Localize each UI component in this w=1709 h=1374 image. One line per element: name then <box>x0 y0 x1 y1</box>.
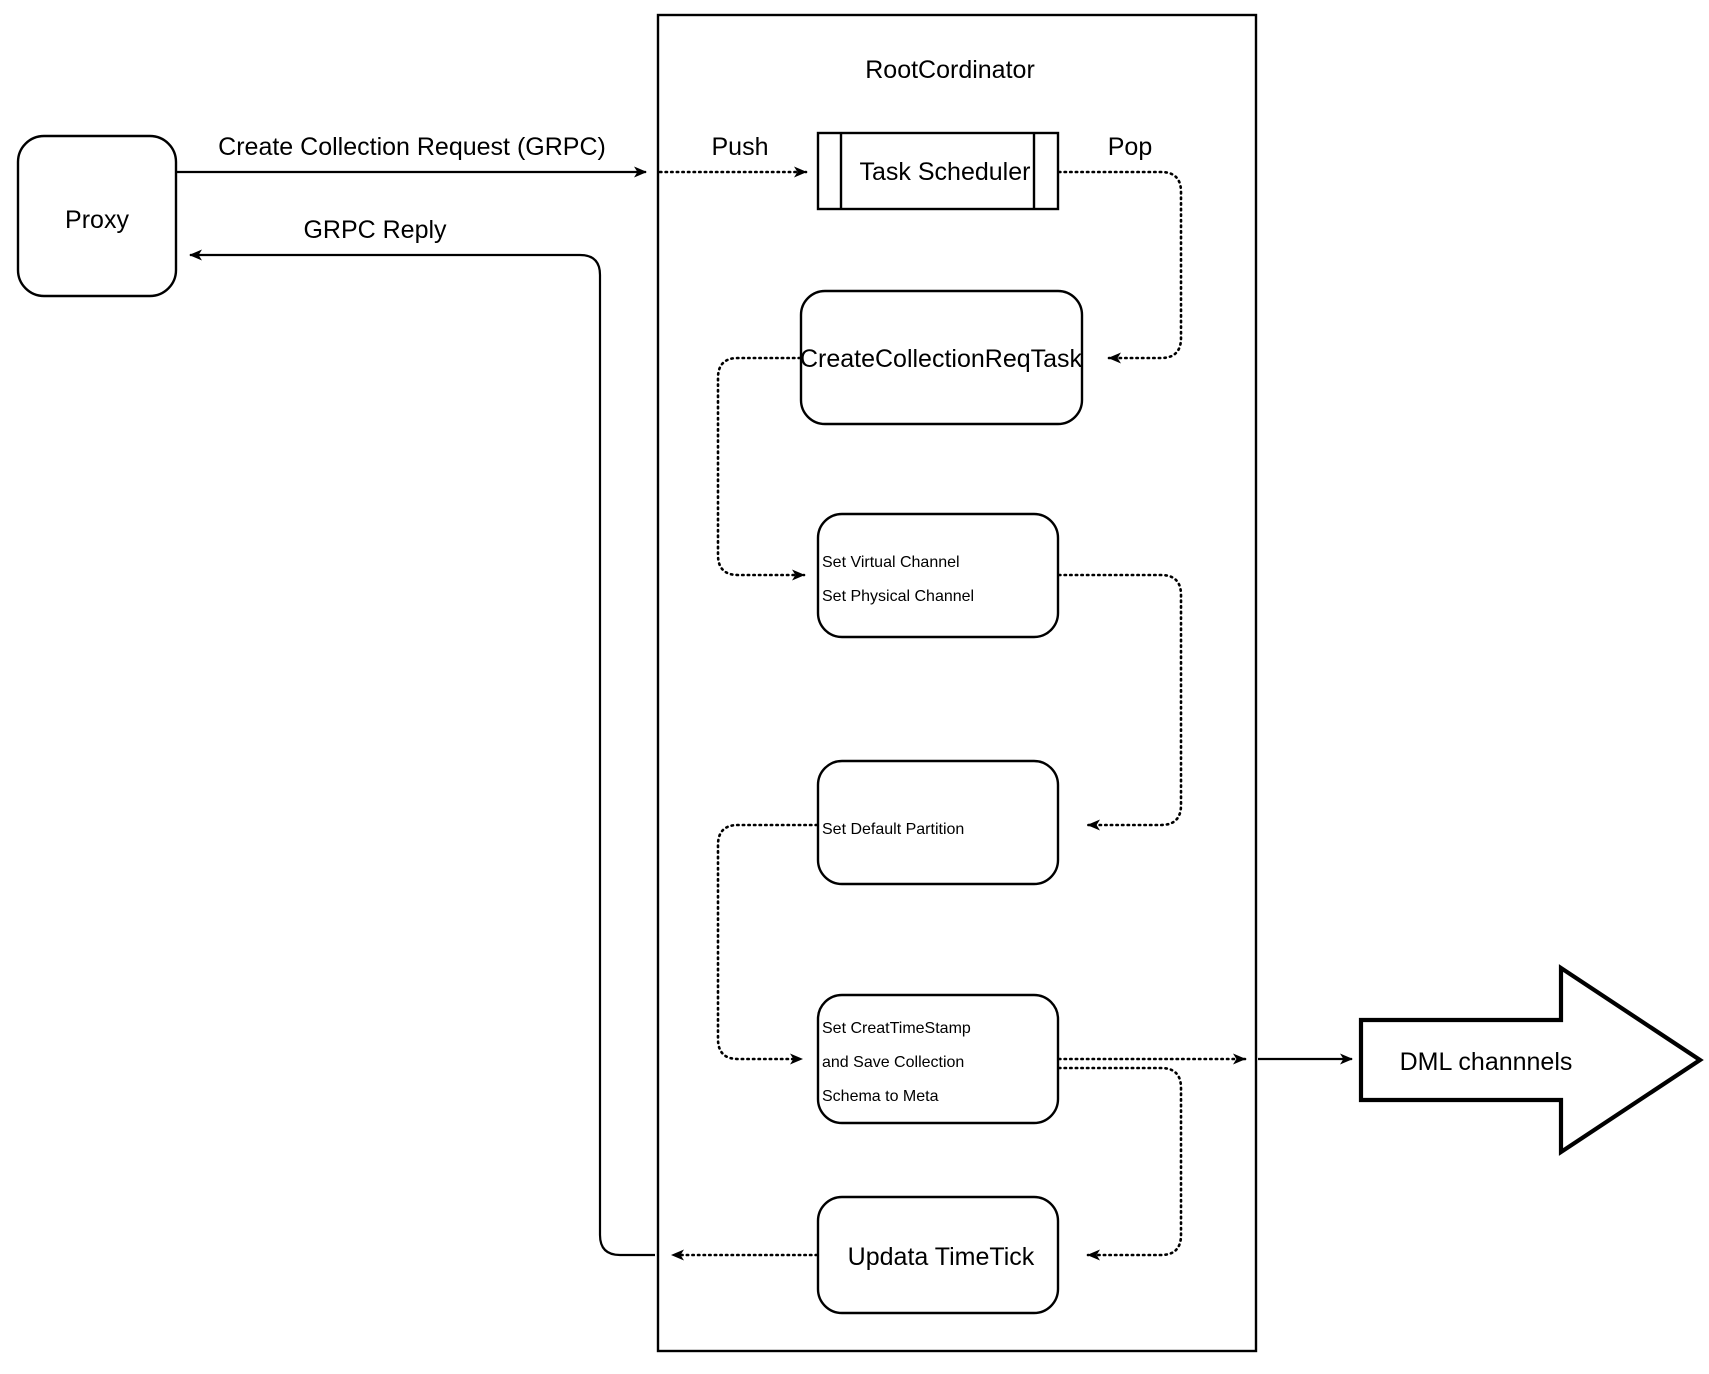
set-default-partition-label: Set Default Partition <box>822 821 964 838</box>
push-label: Push <box>712 133 769 161</box>
edge-partition-to-timestamp <box>716 823 819 1065</box>
rootcordinator-title: RootCordinator <box>865 56 1035 84</box>
create-collection-request-label: Create Collection Request (GRPC) <box>218 133 606 161</box>
grpc-reply-solid-segment <box>189 249 655 1257</box>
node-set-creat-timestamp[interactable]: Set CreatTimeStamp and Save Collection S… <box>816 993 1060 1125</box>
dml-channnels-label: DML channnels <box>1400 1048 1573 1076</box>
proxy-label: Proxy <box>65 206 129 234</box>
edge-push: Push <box>658 133 808 178</box>
node-set-default-partition[interactable]: Set Default Partition <box>816 759 1060 886</box>
set-creat-timestamp-line1: Set CreatTimeStamp <box>822 1020 971 1037</box>
dml-channnels-arrow-shape[interactable] <box>1358 964 1704 1156</box>
edge-grpc-reply: GRPC Reply <box>189 216 819 1261</box>
grpc-reply-label: GRPC Reply <box>303 216 447 244</box>
edge-task-to-channels <box>716 356 806 581</box>
set-physical-channel-label: Set Physical Channel <box>822 588 974 605</box>
edge-timestamp-to-timetick <box>1057 1066 1183 1261</box>
task-scheduler-box[interactable] <box>816 131 1060 211</box>
pop-line <box>1057 170 1183 364</box>
create-collection-req-task-label: CreateCollectionReqTask <box>800 345 1083 373</box>
task-to-channels-line <box>716 356 806 581</box>
pop-label: Pop <box>1108 133 1152 161</box>
edge-create-collection-request: Create Collection Request (GRPC) <box>177 133 647 178</box>
set-creat-timestamp-line2: and Save Collection <box>822 1054 964 1071</box>
proxy-box[interactable] <box>16 134 178 298</box>
node-dml-channnels[interactable]: DML channnels <box>1358 964 1704 1156</box>
set-default-partition-box[interactable] <box>816 759 1060 886</box>
set-virtual-channel-label: Set Virtual Channel <box>822 554 960 571</box>
node-task-scheduler[interactable]: Task Scheduler <box>816 131 1060 211</box>
channels-to-partition-line <box>1057 573 1183 831</box>
rootcordinator-box <box>656 13 1258 1353</box>
container-rootcordinator: RootCordinator <box>656 13 1258 1353</box>
edge-channels-to-partition <box>1057 573 1183 831</box>
edge-pop: Pop <box>1057 133 1183 364</box>
node-proxy[interactable]: Proxy <box>16 134 178 298</box>
set-channels-box[interactable] <box>816 512 1060 639</box>
node-set-channels[interactable]: Set Virtual Channel Set Physical Channel <box>816 512 1060 639</box>
set-creat-timestamp-line3: Schema to Meta <box>822 1088 939 1105</box>
node-updata-timetick[interactable]: Updata TimeTick <box>816 1195 1060 1315</box>
task-scheduler-label: Task Scheduler <box>860 158 1031 186</box>
timestamp-to-timetick-line <box>1057 1066 1183 1261</box>
node-create-collection-req-task[interactable]: CreateCollectionReqTask <box>799 289 1084 426</box>
updata-timetick-label: Updata TimeTick <box>848 1243 1035 1271</box>
partition-to-timestamp-line <box>716 823 819 1065</box>
